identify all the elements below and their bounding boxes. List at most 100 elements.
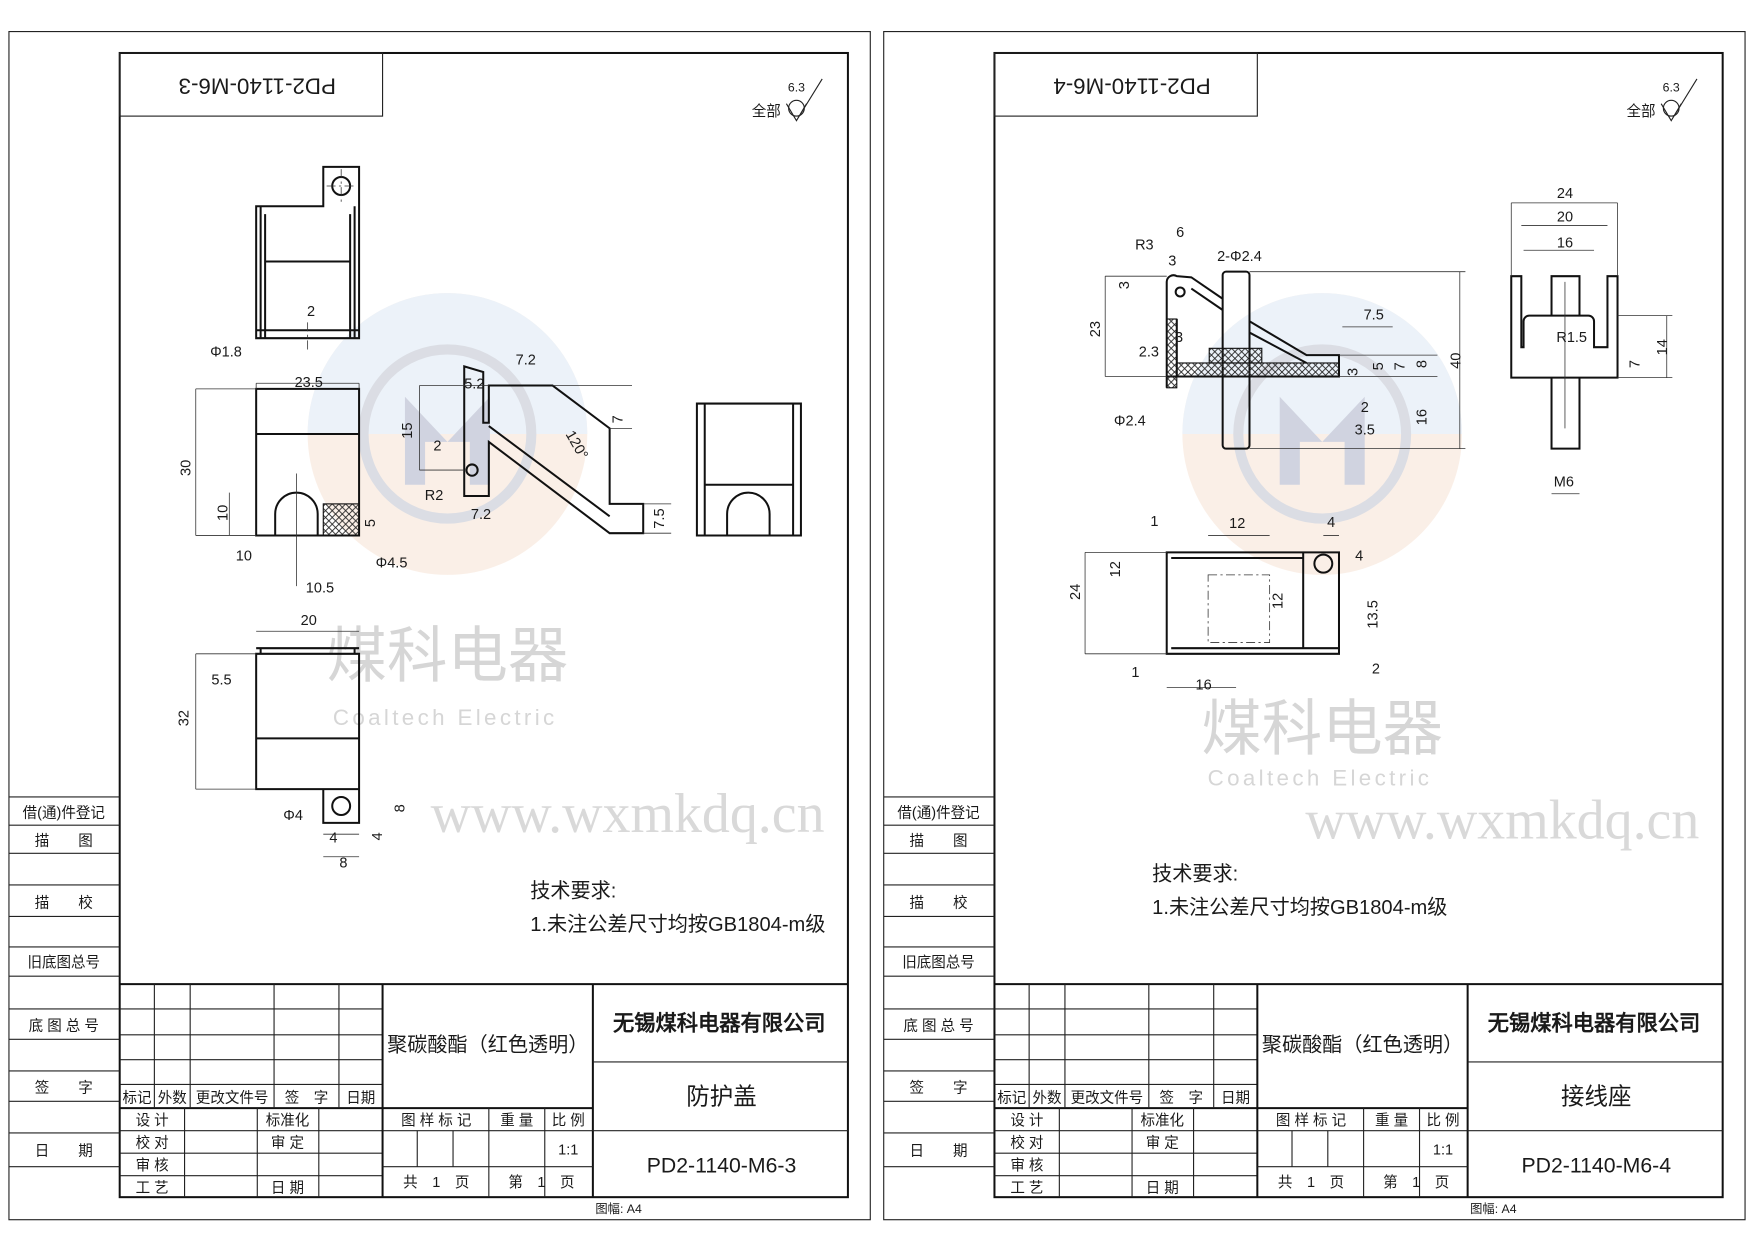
sheet-format: 图幅: A4	[595, 1201, 642, 1216]
dimension-label: 10	[216, 505, 232, 521]
hatched-section	[1176, 362, 1340, 378]
scale-value: 1:1	[558, 1142, 578, 1158]
dimension-label: R1.5	[1556, 330, 1587, 346]
dimension-label: 6	[1176, 225, 1184, 241]
drawing-number: PD2-1140-M6-3	[647, 1153, 797, 1177]
dimension-label: 3	[1168, 253, 1176, 269]
sheet-number: 第 1 页	[1383, 1173, 1449, 1191]
hidden-outline	[1207, 574, 1271, 643]
dimension-label: 13.5	[1366, 600, 1382, 628]
dimension-label: M6	[1554, 474, 1574, 490]
roughness-label: 全部	[752, 102, 781, 120]
side-view	[463, 365, 645, 535]
dimension-label: 12	[1229, 516, 1245, 532]
dimension-lines	[1510, 202, 1673, 495]
centerline	[307, 169, 356, 350]
dimension-label: R2	[425, 488, 444, 504]
dimension-label: 8	[392, 804, 408, 812]
role-label: 审 定	[271, 1135, 304, 1152]
side-label: 旧底图总号	[902, 954, 975, 971]
dimension-label: Φ2.4	[1114, 413, 1146, 429]
dimension-label: 24	[1068, 584, 1084, 600]
role-label: 校 对	[136, 1135, 169, 1152]
role-label: 标准化	[1140, 1112, 1184, 1129]
dimension-label: 40	[1448, 353, 1464, 369]
dimension-label: 5	[1371, 362, 1387, 370]
dimension-label: 4	[370, 832, 386, 840]
side-label: 底 图 总 号	[29, 1017, 99, 1034]
side-label: 描 校	[35, 894, 94, 911]
side-label: 签 字	[909, 1079, 967, 1096]
dimension-label: 3	[1345, 368, 1361, 376]
revision-header: 外数	[158, 1089, 187, 1106]
dimension-label: 7.2	[471, 507, 491, 523]
dimension-label: 8	[339, 855, 347, 871]
role-label: 日 期	[271, 1180, 304, 1197]
mount-hole-icon	[1313, 553, 1334, 574]
material-label: 聚碳酸酯（红色透明）	[1262, 1034, 1463, 1057]
part-name: 防护盖	[686, 1084, 756, 1110]
dimension-label: 2.3	[1139, 345, 1159, 361]
dimension-label: 20	[301, 613, 317, 629]
pin-hole-icon	[1174, 286, 1186, 298]
watermark-logo-icon	[307, 293, 588, 575]
dimension-label: 5.2	[464, 376, 484, 392]
roughness-value: 6.3	[788, 80, 805, 94]
role-label: 日 期	[1146, 1180, 1179, 1197]
pin-hole-icon	[465, 463, 479, 477]
dimension-label: 32	[176, 710, 192, 726]
company-name: 无锡煤科电器有限公司	[613, 1010, 825, 1035]
dimension-label: 3	[1117, 281, 1133, 289]
revision-header: 签 字	[285, 1089, 329, 1106]
dimension-label: 7	[610, 415, 626, 423]
roughness-symbol-icon	[785, 78, 823, 122]
hatched-section	[322, 503, 360, 537]
part-name: 接线座	[1561, 1084, 1631, 1110]
dimension-label: 16	[1415, 409, 1431, 425]
scale-value: 1:1	[1433, 1142, 1453, 1158]
dimension-label: 30	[179, 460, 195, 476]
side-label: 日 期	[909, 1142, 967, 1159]
dimension-label: 7	[1627, 360, 1643, 368]
pattern-mark-label: 图 样 标 记	[1276, 1112, 1347, 1129]
watermark-url: www.wxmkdq.cn	[431, 783, 825, 845]
side-label: 借(通)件登记	[897, 804, 980, 821]
dimension-lines	[419, 385, 672, 534]
dimension-label: 3	[1175, 330, 1183, 346]
mount-hole-icon	[331, 795, 352, 817]
tech-requirement-item: 1.未注公差尺寸均按GB1804-m级	[530, 913, 825, 936]
header-box	[993, 52, 1258, 117]
hatched-section	[1208, 347, 1263, 364]
revision-header: 日期	[346, 1089, 375, 1106]
scale-label: 比 例	[1426, 1112, 1459, 1129]
revision-header: 签 字	[1159, 1089, 1203, 1106]
roughness-label: 全部	[1626, 102, 1655, 120]
total-sheets: 共 1 页	[403, 1174, 469, 1191]
side-label: 描 图	[909, 832, 967, 849]
watermark	[307, 293, 588, 575]
watermark-english: Coaltech Electric	[333, 705, 558, 730]
dimension-label: 24	[1557, 186, 1573, 202]
side-label: 旧底图总号	[27, 954, 100, 971]
dimension-label: Φ4.5	[376, 555, 408, 571]
watermark-url: www.wxmkdq.cn	[1305, 790, 1699, 852]
side-label: 日 期	[35, 1142, 93, 1159]
dimension-label: 8	[1415, 360, 1431, 368]
role-label: 标准化	[266, 1112, 310, 1129]
dimension-label: 15	[400, 422, 416, 438]
dimension-label: 7.5	[652, 508, 668, 528]
end-view	[695, 402, 802, 537]
role-label: 工 艺	[136, 1180, 169, 1197]
roughness-value: 6.3	[1663, 80, 1680, 94]
dimension-label: 4	[1355, 549, 1363, 565]
dimension-label: 12	[1270, 593, 1286, 609]
revision-header: 标记	[997, 1089, 1026, 1106]
dimension-label: 7	[1392, 362, 1408, 370]
revision-header: 更改文件号	[1071, 1089, 1144, 1106]
drawing-number: PD2-1140-M6-4	[1521, 1153, 1671, 1177]
revision-header: 更改文件号	[196, 1089, 269, 1106]
dimension-label: 23.5	[295, 375, 323, 391]
dimension-label: 2	[1361, 400, 1369, 416]
